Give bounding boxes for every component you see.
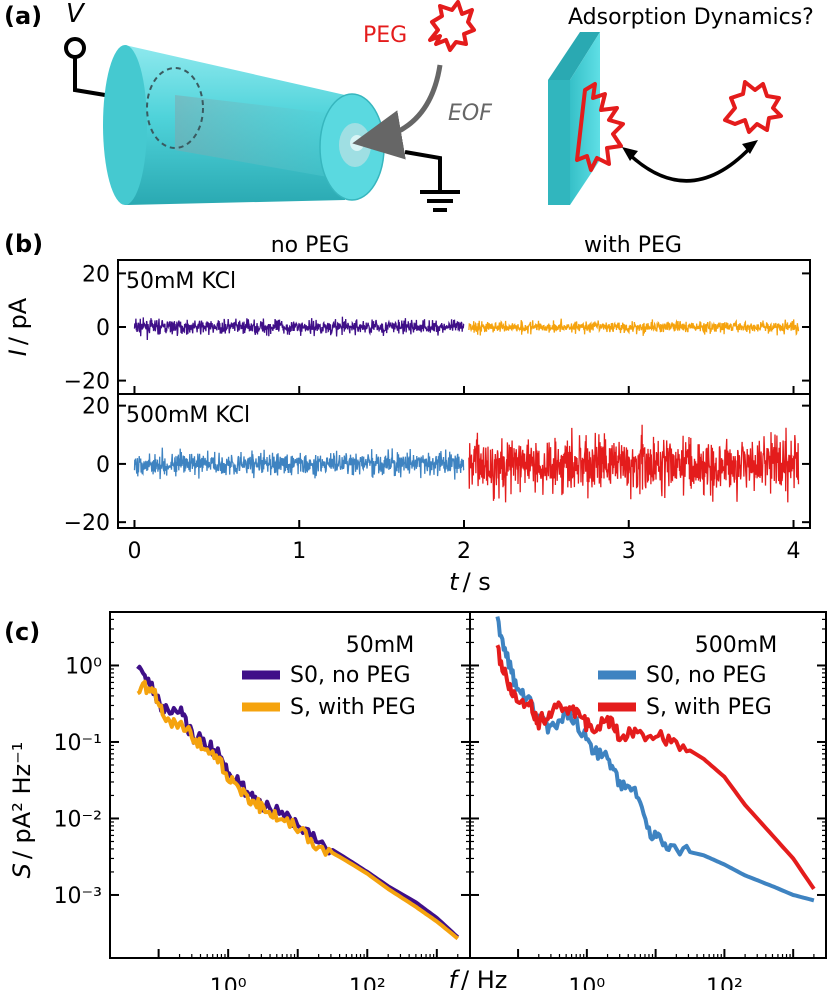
question-label: Adsorption Dynamics? [568,5,814,30]
legend-entry: S, with PEG [646,695,772,720]
legend: 500mM S0, no PEG S, with PEG [598,633,777,720]
exchange-arrowhead-left-icon [622,147,638,161]
ground-icon [420,190,460,212]
legend-title: 500mM [695,633,777,658]
xtick-label: 10⁰ [568,975,605,990]
ytick-label: −20 [64,511,110,536]
trace-no-peg [133,447,465,480]
peg-polymer-icon [428,0,476,52]
xlabel-time: t/ s [449,568,491,596]
header-with-peg: with PEG [584,233,682,258]
xtick-label: 2 [457,539,471,564]
psd-line-with-peg [495,644,816,891]
xtick-label: 10² [706,975,743,990]
ytick-label: 0 [96,453,110,478]
electrode-terminal-icon [64,37,86,59]
ytick-label: 10⁻² [54,807,102,832]
exchange-arrowhead-right-icon [742,140,758,154]
xtick-label: 4 [787,539,801,564]
psd-line-no-peg [495,616,815,903]
ground-wire [404,150,442,192]
trace-no-peg [133,316,465,341]
xlabel-frequency: f/ Hz [449,966,508,990]
ytick-label: 10⁻¹ [54,731,102,756]
psd-line-with-peg [136,679,460,941]
timeseries-500mM: −20 0 20 0 1 2 3 4 500mM KCl [64,393,811,564]
condition-label: 500mM KCl [126,403,250,428]
eof-label: EOF [448,101,492,126]
timeseries-50mM: −20 0 20 50mM KCl [64,259,811,395]
cone-back-face [103,45,147,205]
condition-label: 50mM KCl [126,269,236,294]
xtick-label: 10⁰ [210,975,247,990]
panel-c: (c) S/ pA² Hz⁻¹ 10⁰ 10⁻¹ 10⁻² 10⁻³ 10⁰ 10² 50m… [4,611,827,990]
ytick-label: 0 [96,316,110,341]
ytick-label: 20 [82,395,110,420]
wall-top [548,32,600,80]
exchange-arrow-icon [628,146,752,183]
ylabel-psd: S/ pA² Hz⁻¹ [8,742,36,879]
panel-a: (a) V EOF PEG Adsorption Dynamics? [4,0,814,212]
psd-50mM: 10⁰ 10⁻¹ 10⁻² 10⁻³ 10⁰ 10² 50mM S0, no PEG S, wi… [54,611,471,990]
nanopipette-channel [175,95,345,180]
wall-side [548,80,570,205]
panel-b-label: (b) [4,230,43,258]
ytick-label: 20 [82,262,110,287]
header-no-peg: no PEG [271,233,350,258]
psd-500mM: 10⁰ 10² 500mM S0, no PEG S, with PEG [469,611,827,990]
ylabel-current: I/ pA [4,297,32,356]
inner-channel-outline [146,67,204,149]
svg-text:I/ pA: I/ pA [4,297,32,356]
free-peg-icon [723,80,783,134]
xtick-label: 1 [292,539,306,564]
panel-c-label: (c) [4,618,40,646]
panel-a-label: (a) [4,2,42,30]
plot-frame [469,611,827,959]
xtick-label: 3 [622,539,636,564]
xtick-label: 0 [127,539,141,564]
trace-with-peg [468,318,800,336]
ytick-label: −20 [64,370,110,395]
adsorbed-peg-icon [575,82,625,172]
legend-entry: S0, no PEG [646,663,767,688]
voltage-label: V [66,0,86,29]
legend-entry: S, with PEG [290,695,416,720]
xtick-label: 10² [349,975,386,990]
eof-arrow-icon [352,64,443,160]
ytick-label: 10⁰ [65,654,102,679]
pipette-pore [350,135,364,151]
legend: 50mM S0, no PEG S, with PEG [242,633,416,720]
ytick-label: 10⁻³ [54,884,102,909]
svg-text:S/ pA² Hz⁻¹: S/ pA² Hz⁻¹ [8,742,36,879]
peg-label: PEG [363,23,407,48]
trace-with-peg [468,424,800,503]
legend-entry: S0, no PEG [290,663,411,688]
legend-title: 50mM [346,633,414,658]
